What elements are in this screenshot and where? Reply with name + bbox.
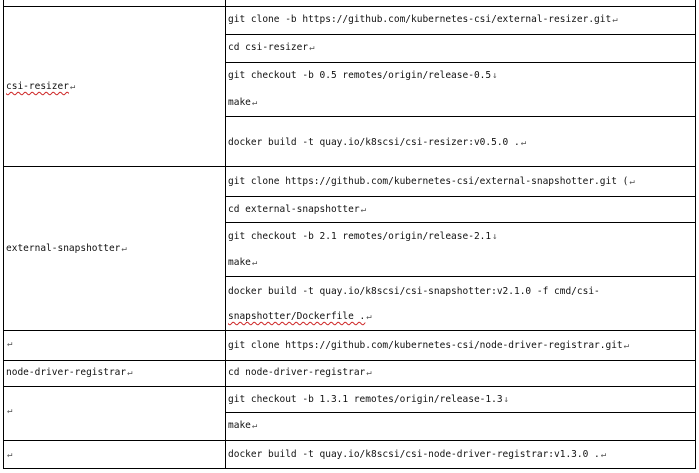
- table-cell-command: git checkout -b 0.5 remotes/origin/relea…: [228, 70, 498, 82]
- table-border: [3, 166, 695, 167]
- table-cell-component: ↵: [6, 405, 12, 417]
- table-cell-command: docker build -t quay.io/k8scsi/csi-snaps…: [228, 286, 601, 298]
- table-cell-component: node-driver-registrar↵: [6, 367, 133, 379]
- line-break-mark: ↓: [503, 395, 509, 405]
- table-cell-command: cd csi-resizer↵: [228, 42, 315, 54]
- command-text: docker build -t quay.io/k8scsi/csi-node-…: [228, 449, 600, 460]
- table-cell-command: git clone https://github.com/kubernetes-…: [228, 340, 629, 352]
- paragraph-mark: ↵: [127, 368, 133, 378]
- command-text: make: [228, 420, 251, 431]
- line-break-mark: ↓: [492, 71, 498, 81]
- table-border: [3, 330, 695, 331]
- table-cell-command: docker build -t quay.io/k8scsi/csi-resiz…: [228, 137, 526, 149]
- table-cell-component: csi-resizer↵: [6, 81, 75, 93]
- command-text: git clone https://github.com/kubernetes-…: [228, 340, 623, 351]
- command-text: make: [228, 257, 251, 268]
- paragraph-mark: ↵: [366, 368, 372, 378]
- command-text: git clone -b https://github.com/kubernet…: [228, 14, 612, 25]
- paragraph-mark: ↵: [612, 15, 618, 25]
- table-cell-component: ↵: [6, 338, 12, 350]
- paragraph-mark: ↵: [600, 450, 607, 460]
- table-cell-command: cd external-snapshotter↵: [228, 204, 366, 216]
- paragraph-mark: ↵: [121, 244, 127, 254]
- paragraph-mark: ↵: [251, 98, 258, 108]
- component-name: csi-resizer: [6, 81, 69, 92]
- command-text: git checkout -b 2.1 remotes/origin/relea…: [228, 231, 492, 242]
- table-border: [3, 468, 695, 469]
- table-cell-command: docker build -t quay.io/k8scsi/csi-node-…: [228, 449, 606, 461]
- paragraph-mark: ↵: [251, 258, 258, 268]
- table-cell-command: make↵: [228, 97, 257, 109]
- component-name: node-driver-registrar: [6, 367, 127, 378]
- command-text: cd csi-resizer: [228, 42, 309, 53]
- table-border: [225, 62, 695, 63]
- paragraph-mark: ↵: [69, 82, 76, 92]
- line-break-mark: ↓: [492, 232, 498, 242]
- paragraph-mark: ↵: [629, 177, 635, 187]
- table-border: [225, 412, 695, 413]
- command-text: docker build -t quay.io/k8scsi/csi-snaps…: [228, 286, 600, 297]
- command-text: cd external-snapshotter: [228, 204, 360, 215]
- component-name: external-snapshotter: [6, 243, 121, 254]
- paragraph-mark: ↵: [251, 421, 258, 431]
- command-text: git checkout -b 1.3.1 remotes/origin/rel…: [228, 394, 503, 405]
- command-text: docker build -t quay.io/k8scsi/csi-resiz…: [228, 137, 520, 148]
- table-border: [225, 196, 695, 197]
- command-text: cd node-driver-registrar: [228, 367, 366, 378]
- table-cell-command: snapshotter/Dockerfile .↵: [228, 311, 372, 323]
- table-border: [225, 116, 695, 117]
- command-text: snapshotter/Dockerfile .: [228, 311, 366, 322]
- table-cell-command: git clone https://github.com/kubernetes-…: [228, 176, 635, 188]
- table-cell-command: make↵: [228, 257, 257, 269]
- table-border: [225, 34, 695, 35]
- paragraph-mark: ↵: [360, 205, 366, 215]
- table-cell-command: git checkout -b 2.1 remotes/origin/relea…: [228, 231, 498, 243]
- paragraph-mark: ↵: [520, 138, 527, 148]
- table-cell-component: external-snapshotter↵: [6, 243, 127, 255]
- table-border: [695, 0, 696, 469]
- table-cell-component: ↵: [6, 449, 12, 461]
- table-border: [225, 222, 695, 223]
- table-border: [3, 6, 695, 7]
- table-border: [225, 0, 226, 469]
- table-cell-command: git checkout -b 1.3.1 remotes/origin/rel…: [228, 394, 509, 406]
- paragraph-mark: ↵: [7, 339, 13, 349]
- table-border: [3, 440, 695, 441]
- table-cell-command: git clone -b https://github.com/kubernet…: [228, 14, 618, 26]
- table-border: [3, 386, 695, 387]
- paragraph-mark: ↵: [309, 43, 315, 53]
- command-text: make: [228, 97, 251, 108]
- paragraph-mark: ↵: [623, 341, 630, 351]
- paragraph-mark: ↵: [7, 450, 13, 460]
- table-cell-command: make↵: [228, 420, 257, 432]
- command-text: git checkout -b 0.5 remotes/origin/relea…: [228, 70, 492, 81]
- command-text: git clone https://github.com/kubernetes-…: [228, 176, 629, 187]
- paragraph-mark: ↵: [7, 406, 13, 416]
- paragraph-mark: ↵: [366, 312, 372, 322]
- table-border: [3, 360, 695, 361]
- table-border: [3, 0, 4, 469]
- table-border: [225, 276, 695, 277]
- table-cell-command: cd node-driver-registrar↵: [228, 367, 372, 379]
